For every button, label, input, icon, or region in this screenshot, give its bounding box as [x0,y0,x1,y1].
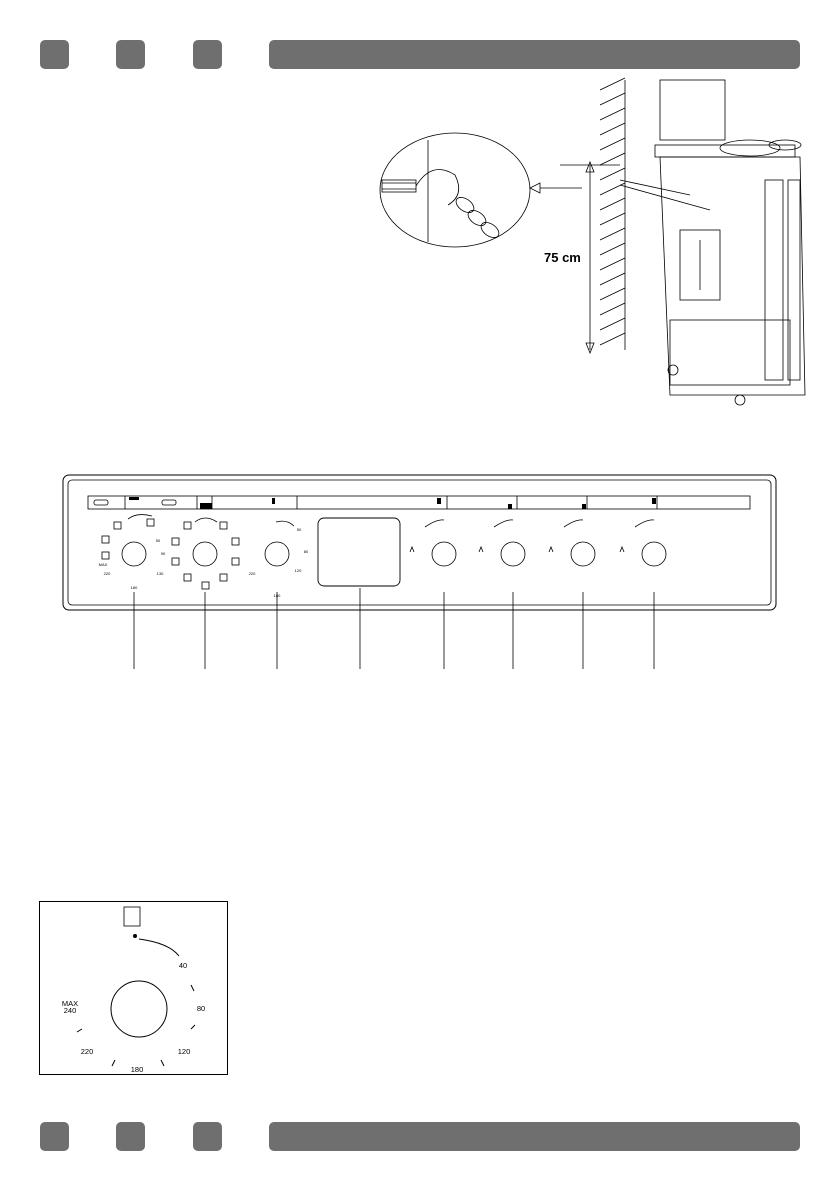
hob-knob-1 [409,519,457,567]
knob-3-tick-120: 120 [295,568,302,573]
knob-1-tick-130: 130 [157,571,164,576]
knob-1-tick-90: 90 [161,551,166,556]
thermostat-tick-180: 180 [131,1065,144,1074]
thermostat-detail: 40 80 120 180 220 MAX 240 [39,901,229,1076]
height-label: 75 cm [544,250,581,265]
thermostat-tick-240: 240 [64,1006,77,1015]
knob-3-tick-80: 80 [304,549,309,554]
knob-1-tick-180: 180 [131,585,138,590]
knob-1-tick-220: 220 [104,571,111,576]
chain-detail-circle [379,132,531,248]
wall [599,77,626,350]
hob-knob-3 [548,519,596,567]
clock-display [317,517,401,587]
knob-1 [101,514,155,567]
footer-square-3 [193,1122,222,1151]
footer-bar [269,1122,800,1151]
control-panel-drawing: MAX 220 180 130 90 50 50 [62,474,782,674]
header-square-2 [116,40,145,69]
thermostat-tick-40: 40 [179,961,187,970]
hob-knob-4 [619,519,667,567]
header-bar [269,40,800,69]
cooker-illustration [619,79,806,406]
knob-1-tick-50: 50 [156,538,161,543]
knob-3 [264,520,295,567]
thermostat-tick-220: 220 [81,1047,94,1056]
leader-lines [133,588,655,669]
hob-knob-2 [478,519,526,567]
knob-2 [171,517,240,590]
thermostat-tick-max: MAX [62,999,78,1008]
thermostat-tick-120: 120 [178,1047,191,1056]
knob-1-tick-max: MAX [99,562,108,567]
installation-figure: 75 cm [370,70,810,420]
header-square-1 [40,40,69,69]
thermostat-tick-80: 80 [197,1004,205,1013]
knob-3-tick-220: 220 [249,571,256,576]
height-dimension [560,160,620,355]
knob-3-tick-50: 50 [297,527,302,532]
footer-square-2 [116,1122,145,1151]
header-square-3 [193,40,222,69]
footer-square-1 [40,1122,69,1151]
